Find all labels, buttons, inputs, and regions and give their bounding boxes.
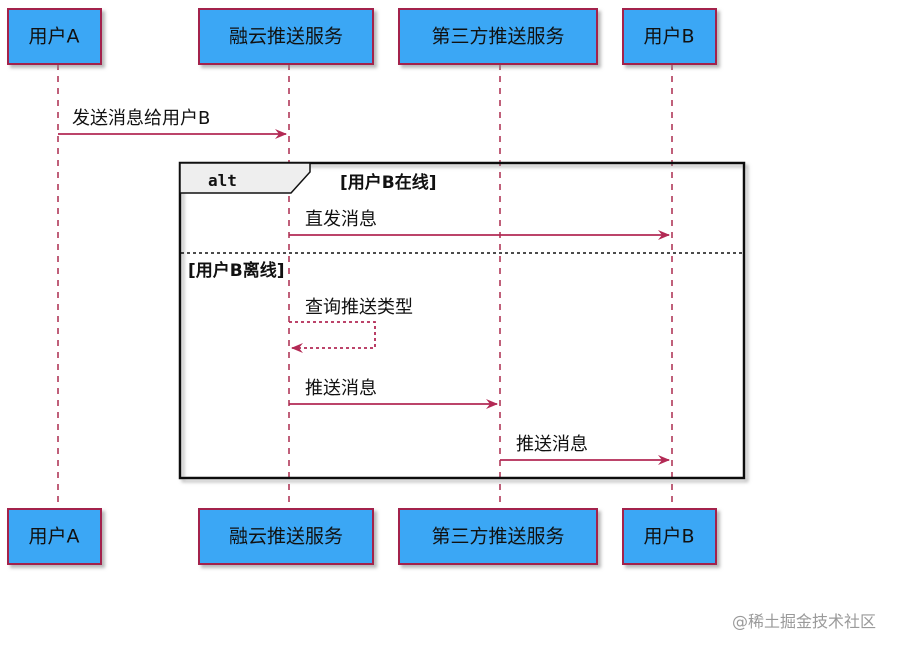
participant-label: 第三方推送服务 <box>431 26 564 48</box>
message-send-to-user-b: 发送消息给用户B <box>58 108 287 139</box>
watermark: @稀土掘金技术社区 <box>731 612 876 631</box>
participant-label: 第三方推送服务 <box>431 526 564 548</box>
participant-user-b-bottom: 用户B <box>622 508 717 565</box>
participant-user-a-top: 用户A <box>7 8 102 65</box>
message-label: 推送消息 <box>305 378 377 399</box>
message-label: 发送消息给用户B <box>72 108 210 129</box>
message-label: 推送消息 <box>516 434 588 455</box>
participant-user-a-bottom: 用户A <box>7 508 102 565</box>
participant-label: 用户A <box>29 526 80 548</box>
guard-offline: [用户B离线] <box>188 260 285 281</box>
message-push-to-user-b: 推送消息 <box>500 434 670 465</box>
participant-thirdparty-top: 第三方推送服务 <box>398 8 598 65</box>
participant-rongcloud-top: 融云推送服务 <box>198 8 374 65</box>
alt-frame: alt [用户B在线] [用户B离线] <box>178 161 746 480</box>
alt-keyword: alt <box>208 171 237 190</box>
message-label: 直发消息 <box>305 209 377 230</box>
participant-label: 融云推送服务 <box>229 26 343 48</box>
message-push-to-thirdparty: 推送消息 <box>289 378 498 409</box>
participant-user-b-top: 用户B <box>622 8 717 65</box>
guard-online: [用户B在线] <box>340 172 437 193</box>
message-label: 查询推送类型 <box>305 297 413 318</box>
participant-label: 融云推送服务 <box>229 526 343 548</box>
participant-label: 用户B <box>643 26 694 48</box>
participant-label: 用户A <box>29 26 80 48</box>
participant-label: 用户B <box>643 526 694 548</box>
participant-thirdparty-bottom: 第三方推送服务 <box>398 508 598 565</box>
message-direct-send: 直发消息 <box>289 209 670 240</box>
message-query-push-type: 查询推送类型 <box>289 297 413 353</box>
participant-rongcloud-bottom: 融云推送服务 <box>198 508 374 565</box>
